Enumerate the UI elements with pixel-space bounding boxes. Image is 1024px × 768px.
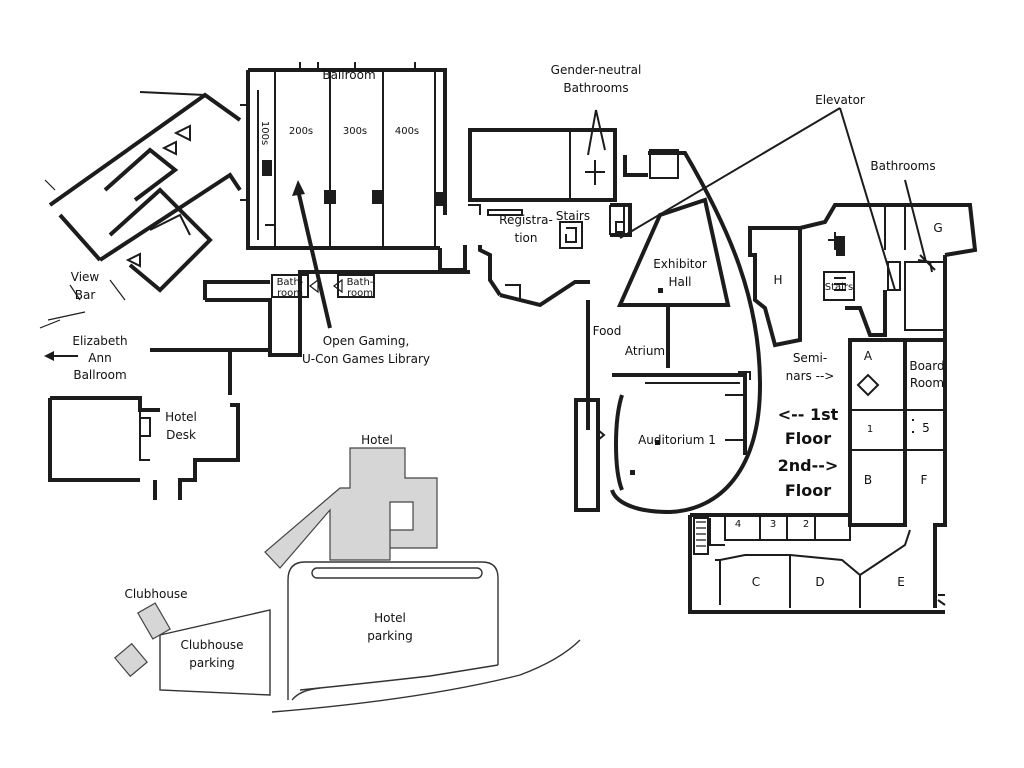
exhibitor-atrium-block — [574, 151, 763, 515]
seminars-label-line2: nars --> — [786, 369, 835, 383]
exhibitor-hall-label-line1: Exhibitor — [653, 257, 707, 271]
hotel-desk-label-line1: Hotel — [165, 410, 197, 424]
second-floor-label-line2: Floor — [785, 481, 831, 500]
second-floor-label-line1: 2nd--> — [778, 456, 839, 475]
room-e-label: E — [897, 575, 905, 589]
auditorium-label: Auditorium 1 — [638, 433, 716, 447]
hotel-label: Hotel — [361, 433, 393, 447]
seminars-label-line1: Semi- — [793, 351, 827, 365]
elizabeth-ann-ballroom-label-line2: Ann — [88, 351, 111, 365]
hotel-building — [264, 447, 438, 569]
clubhouse-parking-label-line1: Clubhouse — [180, 638, 243, 652]
room-1-label: 1 — [867, 424, 873, 435]
ballroom-label: Ballroom — [322, 68, 375, 82]
food-label: Food — [593, 324, 622, 338]
clubhouse-parking-label-line2: parking — [189, 656, 234, 670]
view-bar-label-line1: View — [71, 270, 100, 284]
view-bar-label-line2: Bar — [75, 288, 96, 302]
room-f-label: F — [921, 473, 928, 487]
room-3-label: 3 — [770, 519, 776, 530]
open-gaming-label-line1: Open Gaming, — [323, 334, 410, 348]
east-wing — [688, 203, 978, 614]
stairs-main-label: Stairs — [556, 209, 590, 223]
gender-neutral-bathrooms-label-line1: Gender-neutral — [551, 63, 642, 77]
room-5-label: 5 — [922, 421, 930, 435]
elizabeth-ann-ballroom-label-line3: Ballroom — [73, 368, 126, 382]
exhibitor-hall-label-line2: Hall — [668, 275, 691, 289]
room-h-label: H — [773, 273, 782, 287]
ballroom — [240, 62, 447, 250]
first-floor-label-line2: Floor — [785, 429, 831, 448]
clubhouse-label: Clubhouse — [124, 587, 187, 601]
room-a-label: A — [864, 349, 873, 363]
bathrooms-label: Bathrooms — [870, 159, 935, 173]
gender-neutral-bathrooms-label-line2: Bathrooms — [563, 81, 628, 95]
room-400s-label: 400s — [395, 126, 419, 137]
first-floor-label-line1: <-- 1st — [778, 405, 839, 424]
northwest-wing — [39, 91, 242, 329]
room-g-label: G — [933, 221, 942, 235]
room-c-label: C — [752, 575, 760, 589]
registration-block — [468, 128, 679, 308]
elizabeth-ann-ballroom-label-line1: Elizabeth — [72, 334, 127, 348]
registration-label-line1: Registra- — [499, 213, 553, 227]
stairs-east-label: Stairs — [825, 282, 854, 293]
room-300s-label: 300s — [343, 126, 367, 137]
callout-lines — [44, 107, 933, 361]
bathroom-a-label-line2: room — [277, 288, 303, 299]
board-room-label-line1: Board — [909, 359, 944, 373]
hotel-desk-label-line2: Desk — [166, 428, 196, 442]
hotel-parking-label-line2: parking — [367, 629, 412, 643]
parking-and-roads — [114, 561, 581, 713]
west-corridors — [48, 245, 470, 500]
room-d-label: D — [815, 575, 824, 589]
board-room-label-line2: Room — [910, 376, 944, 390]
room-2-label: 2 — [803, 519, 809, 530]
room-100s-label: 100s — [259, 121, 270, 145]
bathroom-b-label-line2: room — [347, 288, 373, 299]
hotel-parking-label-line1: Hotel — [374, 611, 406, 625]
room-4-label: 4 — [735, 519, 741, 530]
room-b-label: B — [864, 473, 872, 487]
bathroom-b-label-line1: Bath- — [347, 277, 374, 288]
registration-label-line2: tion — [515, 231, 538, 245]
elevator-label: Elevator — [815, 93, 865, 107]
room-200s-label: 200s — [289, 126, 313, 137]
atrium-label: Atrium — [625, 344, 665, 358]
open-gaming-label-line2: U-Con Games Library — [302, 352, 430, 366]
bathroom-a-label-line1: Bath- — [277, 277, 304, 288]
map-labels: Ballroom 100s 200s 300s 400s Gender-neut… — [71, 63, 945, 670]
